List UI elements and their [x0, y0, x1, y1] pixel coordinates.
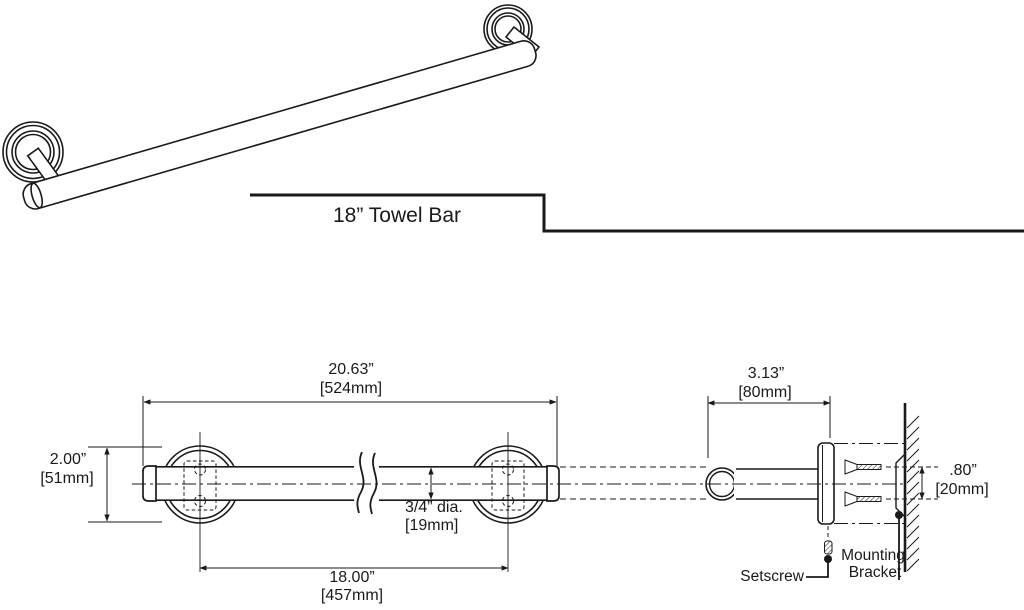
dim-overall-inches: 20.63”	[328, 361, 374, 378]
wall-hatching	[906, 415, 920, 572]
title-step-line	[250, 193, 1024, 233]
dim-centers-inches: 18.00”	[329, 569, 375, 586]
dim-flange-inches: 2.00”	[49, 451, 87, 468]
dim-bar-dia-inches: 3/4” dia.	[405, 499, 463, 516]
mounting-bracket-label-line2: Bracket	[848, 564, 902, 581]
dim-projection-mm: [80mm]	[738, 384, 792, 401]
dim-projection-extensions	[707, 396, 831, 458]
bar-outline	[142, 465, 560, 502]
side-view	[132, 403, 938, 580]
dimension-lines	[88, 396, 925, 571]
screws	[844, 459, 882, 507]
screw-head-top	[844, 459, 858, 475]
flange-projection-lines	[834, 443, 905, 524]
dim-holes-mm: [20mm]	[935, 481, 989, 498]
mounting-bracket-profile	[895, 454, 905, 517]
break-symbol	[356, 451, 378, 515]
setscrew-callout	[806, 526, 833, 578]
bar-edges	[156, 465, 547, 502]
isometric-view	[2, 4, 541, 210]
mounting-bracket-label-line1: Mounting	[841, 547, 905, 564]
centerlines	[132, 443, 905, 524]
dim-flange-extensions	[88, 446, 162, 523]
dim-overall-mm: [524mm]	[319, 380, 383, 397]
isometric-bar	[22, 40, 537, 210]
screw-head-bottom	[844, 491, 858, 507]
dim-centers-mm: [457mm]	[320, 587, 384, 604]
setscrew-label: Setscrew	[740, 568, 804, 585]
setscrew-leader	[806, 559, 829, 578]
product-title: 18” Towel Bar	[332, 204, 462, 227]
mounting-bracket-callout	[895, 511, 903, 580]
bar-left-cap	[142, 465, 157, 502]
hole-extension-lines	[886, 466, 938, 500]
screw-shaft-top	[856, 464, 882, 470]
dim-holes-inches: .80”	[949, 462, 977, 479]
flange-centerlines	[199, 432, 509, 572]
screw-shaft-bottom	[856, 496, 882, 502]
dim-flange-mm: [51mm]	[40, 470, 94, 487]
left-rosette	[2, 121, 64, 183]
arm-lines	[736, 468, 818, 500]
projection-lines	[560, 466, 706, 500]
dim-overall-extensions	[142, 396, 558, 466]
setscrew-icon	[824, 540, 833, 555]
dim-bar-dia-mm: [19mm]	[405, 517, 459, 534]
front-view	[142, 432, 560, 572]
dim-projection-inches: 3.13”	[747, 365, 785, 382]
